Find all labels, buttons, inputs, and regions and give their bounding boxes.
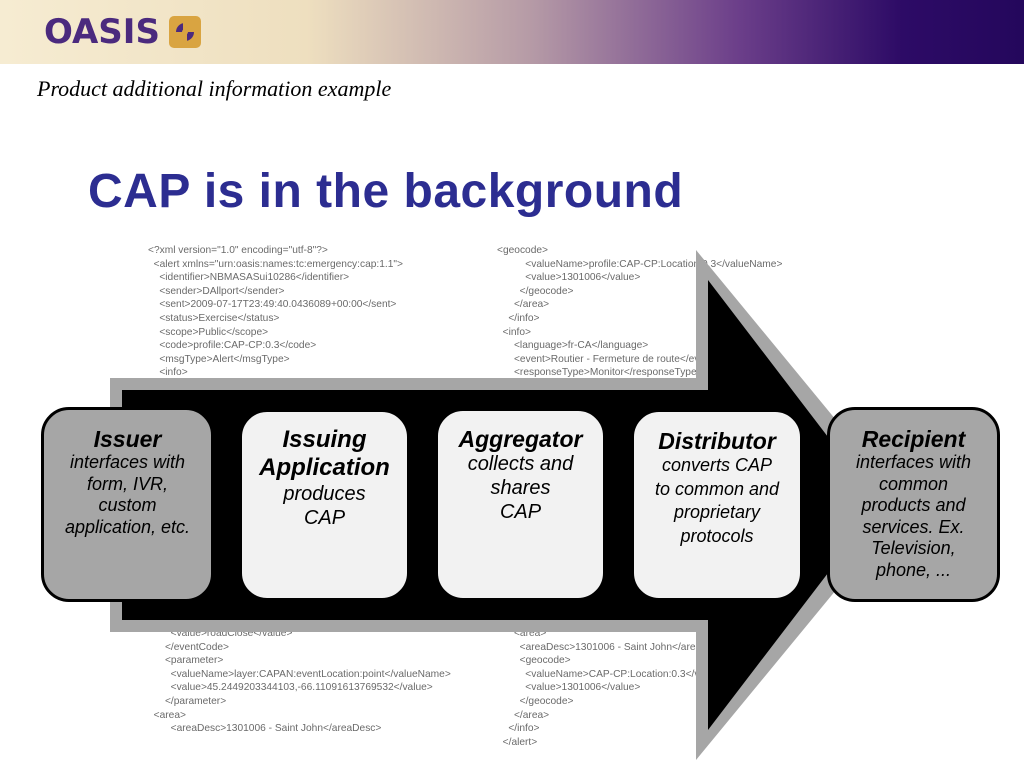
aggregator-description: collects and shares CAP [467, 453, 574, 523]
distributor-box: Distributor converts CAP to common and p… [631, 409, 803, 601]
logo-text: OASIS [44, 12, 160, 52]
aggregator-box: Aggregator collects and shares CAP [435, 408, 606, 601]
issuing-application-description: produces CAP [283, 483, 366, 529]
recipient-description: interfaces with common products and serv… [855, 452, 972, 580]
header-banner: OASIS [0, 0, 1024, 64]
xml-snippet-right-top: <geocode> <valueName>profile:CAP-CP:Loca… [497, 245, 783, 379]
issuing-application-heading: Issuing Application [259, 426, 390, 481]
oasis-logo: OASIS [44, 12, 202, 52]
slide-title: CAP is in the background [88, 165, 684, 218]
issuer-description: interfaces with form, IVR, custom applic… [64, 452, 191, 537]
xml-snippet-left-top: <?xml version="1.0" encoding="utf-8"?> <… [148, 245, 403, 379]
issuer-heading: Issuer [93, 426, 162, 452]
issuing-application-box: Issuing Application produces CAP [239, 409, 410, 601]
recipient-heading: Recipient [861, 426, 966, 452]
oasis-logo-mark-icon [168, 16, 201, 48]
xml-snippet-right-bottom: <area> <areaDesc>1301006 - Saint John</a… [502, 628, 752, 748]
aggregator-heading: Aggregator [458, 426, 583, 452]
recipient-box: Recipient interfaces with common product… [827, 407, 1000, 602]
distributor-description: converts CAP to common and proprietary p… [654, 455, 780, 546]
issuer-box: Issuer interfaces with form, IVR, custom… [41, 407, 214, 602]
distributor-heading: Distributor [658, 428, 776, 454]
xml-snippet-left-bottom: <value>roadClose</value> </eventCode> <p… [153, 628, 451, 735]
slide-subtitle: Product additional information example [37, 76, 392, 101]
